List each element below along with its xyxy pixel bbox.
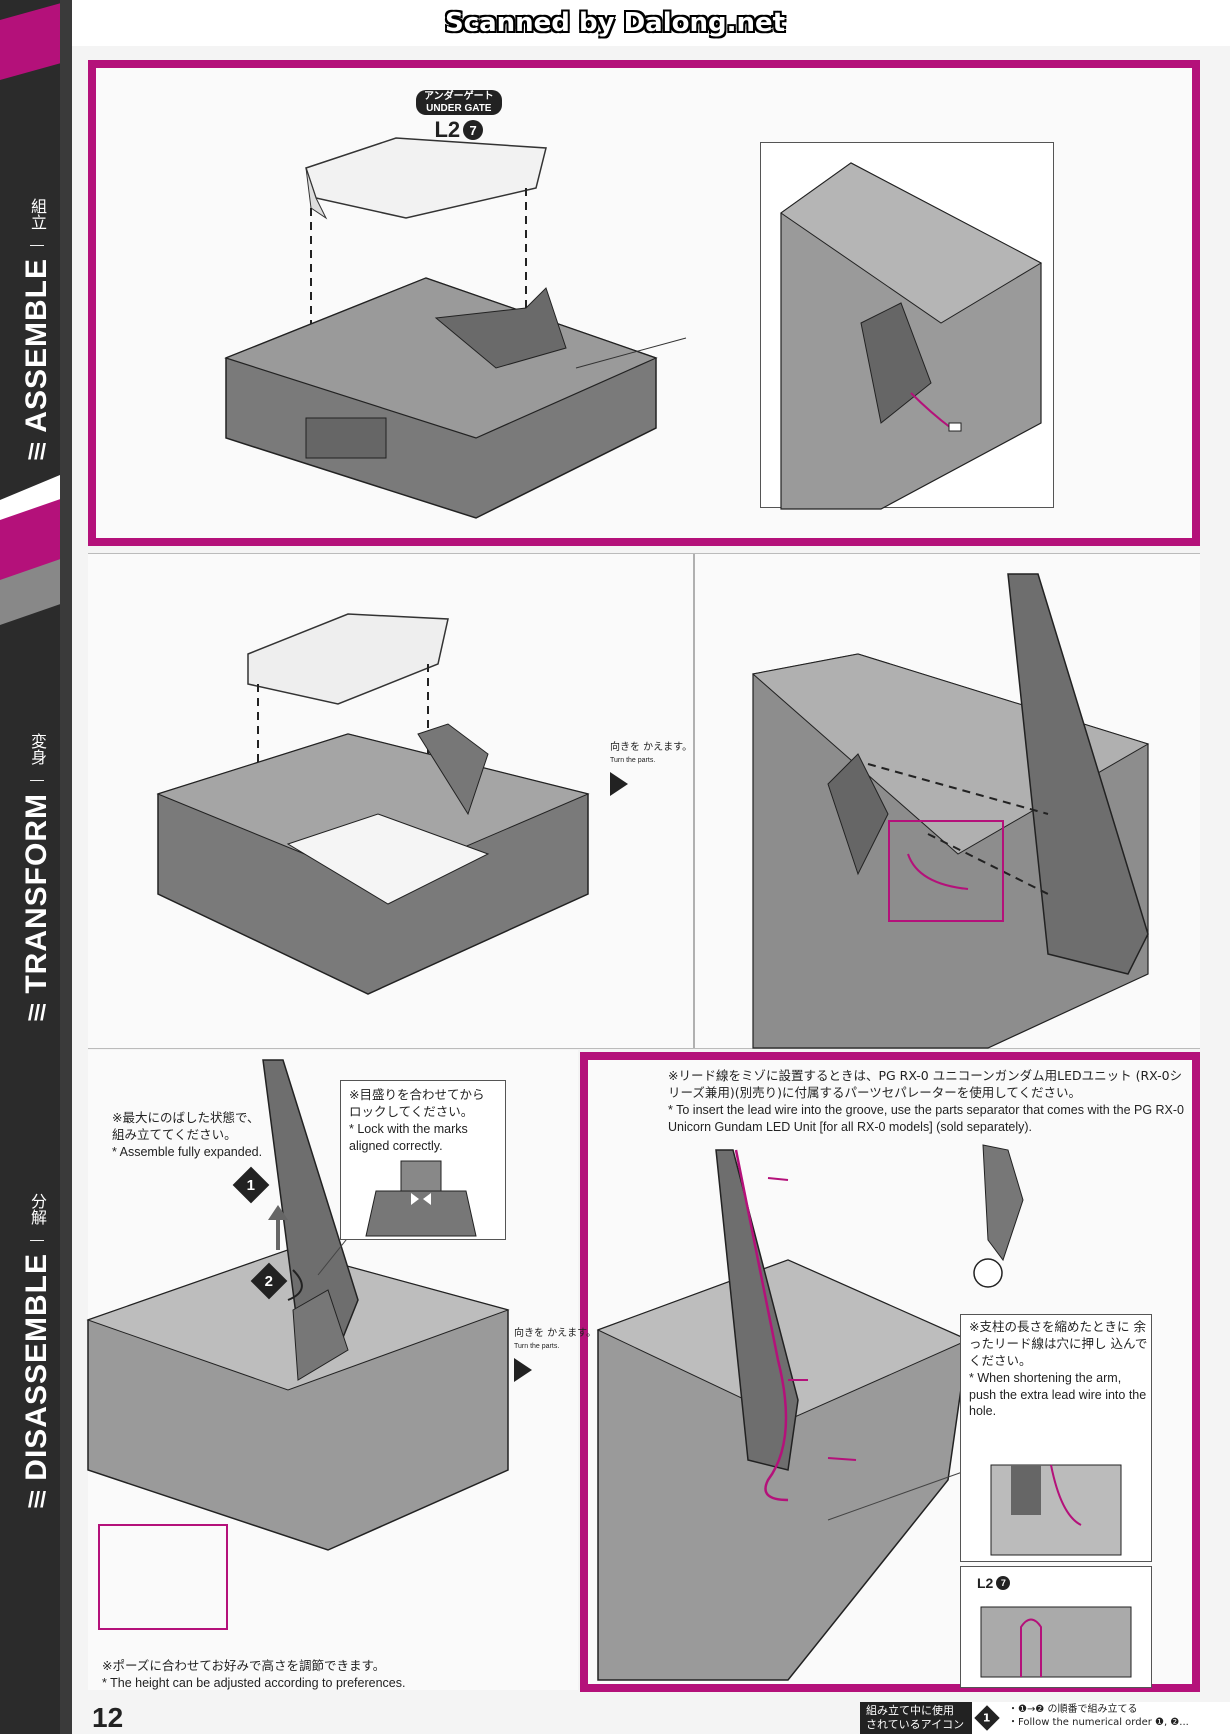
scan-watermark: Scanned by Dalong.net <box>444 8 786 38</box>
turn-arrow-icon <box>514 1358 532 1382</box>
base-illustration <box>224 137 687 519</box>
panel-disassemble-left: ※目盛りを合わせてから ロックしてください。 * Lock with the m… <box>86 1050 578 1690</box>
detail-inset <box>760 142 1054 510</box>
page-top-strip <box>72 0 1230 46</box>
expand-note-jp: ※最大にのばした状態で、 組み立ててください。 <box>112 1110 260 1142</box>
turn-parts-note: 向きを かえます。 Turn the parts. <box>514 1328 596 1382</box>
stand-illustration <box>86 1059 510 1551</box>
sidebar-stripes <box>0 0 72 1734</box>
sidebar-section-assemble: 組立 — ASSEMBLE /// <box>20 198 53 464</box>
panel-transform-step: 向きを かえます。 Turn the parts. <box>88 553 1200 1049</box>
sidebar: 組立 — ASSEMBLE /// 変身 — TRANSFORM /// 分解 … <box>0 0 72 1734</box>
part-callout: アンダーゲート UNDER GATE L2 7 <box>416 90 502 143</box>
section-title: DISASSEMBLE <box>20 1253 53 1481</box>
icon-legend: 組み立て中に使用 されているアイコン 1 ・❶→❷ の順番で組み立てる ・Fol… <box>860 1702 1230 1734</box>
turn-arrow-icon <box>610 772 628 796</box>
sidebar-section-transform: 変身 — TRANSFORM /// <box>20 733 53 1025</box>
wire-note-jp: ※リード線をミゾに設置するときは、PG RX-0 ユニコーンガンダム用LEDユニ… <box>668 1068 1183 1100</box>
wire-note-en: * To insert the lead wire into the groov… <box>668 1102 1185 1134</box>
part-code: L2 <box>434 117 461 142</box>
highlight-box <box>888 820 1004 922</box>
section-title: ASSEMBLE <box>20 258 53 433</box>
legend-text-en: ・Follow the numerical order ❶, ❷... <box>1008 1717 1189 1728</box>
panel-disassemble-right: ※リード線をミゾに設置するときは、PG RX-0 ユニコーンガンダム用LEDユニ… <box>514 1052 1200 1692</box>
lock-note-jp: ※目盛りを合わせてから ロックしてください。 <box>349 1087 485 1119</box>
part-detail-inset: L2 7 <box>960 1566 1152 1688</box>
section-jp-label: 変身 <box>28 733 47 765</box>
shorten-note-en: * When shortening the arm, push the extr… <box>969 1370 1147 1419</box>
page-number: 12 <box>92 1702 124 1733</box>
expand-note-en: * Assemble fully expanded. <box>112 1144 263 1159</box>
lock-note-en: * Lock with the marks aligned correctly. <box>349 1121 468 1153</box>
panel-assemble-step: アンダーゲート UNDER GATE L2 7 <box>88 60 1200 546</box>
legend-label: 組み立て中に使用 されているアイコン <box>860 1702 972 1734</box>
turn-parts-note: 向きを かえます。 Turn the parts. <box>610 742 692 796</box>
step-order-icon: 1 <box>974 1705 1000 1731</box>
shorten-inset: ※支柱の長さを縮めたときに 余ったリード線は穴に押し 込んでください。 * Wh… <box>960 1314 1152 1562</box>
part-number-circle: 7 <box>996 1576 1011 1590</box>
lock-marks-inset: ※目盛りを合わせてから ロックしてください。 * Lock with the m… <box>340 1080 506 1240</box>
sidebar-section-disassemble: 分解 — DISASSEMBLE /// <box>20 1193 53 1512</box>
highlight-box <box>98 1524 228 1630</box>
section-jp-label: 組立 <box>28 198 47 230</box>
section-title: TRANSFORM <box>20 793 53 994</box>
stand-wire-illustration <box>596 1144 1024 1681</box>
height-note-jp: ※ポーズに合わせてお好みで高さを調節できます。 <box>102 1658 386 1673</box>
base-illustration <box>156 554 1150 1049</box>
height-note-en: * The height can be adjusted according t… <box>102 1675 406 1690</box>
shorten-note-jp: ※支柱の長さを縮めたときに 余ったリード線は穴に押し 込んでください。 <box>969 1319 1148 1368</box>
section-jp-label: 分解 <box>28 1193 47 1225</box>
part-number-circle: 7 <box>463 120 484 140</box>
part-code: L2 <box>977 1575 994 1591</box>
under-gate-badge: アンダーゲート UNDER GATE <box>416 90 502 115</box>
legend-text-jp: ・❶→❷ の順番で組み立てる <box>1008 1704 1138 1715</box>
